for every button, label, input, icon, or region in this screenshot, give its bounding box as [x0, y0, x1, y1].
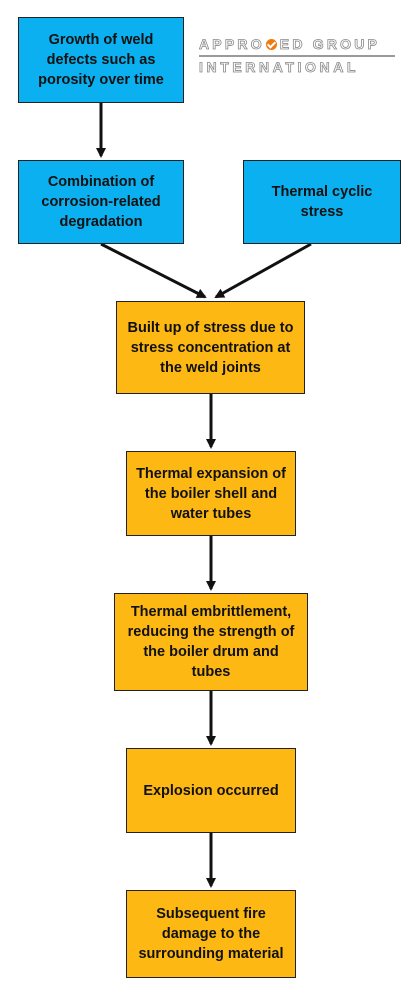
logo-divider [199, 55, 395, 57]
arrow-thermal-to-stress [214, 242, 312, 299]
node-thermal-expansion: Thermal expansion of the boiler shell an… [126, 451, 296, 536]
check-icon [265, 39, 277, 50]
node-fire-damage: Subsequent fire damage to the surroundin… [126, 890, 296, 978]
node-thermal-embrittlement: Thermal embrittlement, reducing the stre… [114, 593, 308, 691]
node-explosion: Explosion occurred [126, 748, 296, 833]
node-thermal-cyclic-stress: Thermal cyclic stress [243, 160, 401, 244]
node-stress-buildup: Built up of stress due to stress concent… [116, 301, 305, 394]
logo-text-bottom: INTERNATIONAL [199, 59, 360, 76]
node-corrosion: Combination of corrosion-related degrada… [18, 160, 184, 244]
node-weld-defects: Growth of weld defects such as porosity … [18, 17, 184, 103]
arrow-corrosion-to-stress [100, 242, 207, 299]
